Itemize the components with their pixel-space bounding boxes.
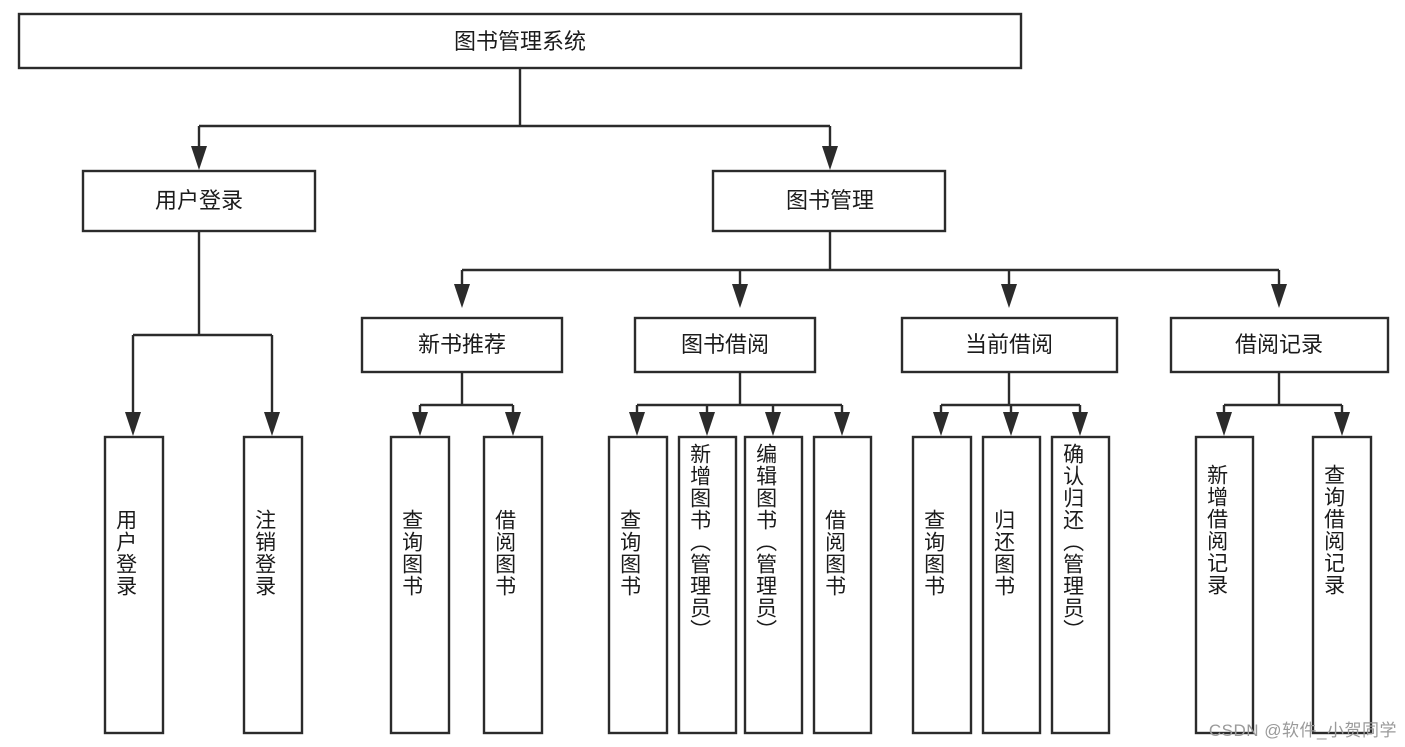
node-current-borrow-label: 当前借阅 xyxy=(965,332,1053,357)
node-current-borrow[interactable]: 当前借阅 xyxy=(900,316,1119,374)
leaf-logout-login-box[interactable] xyxy=(242,435,304,735)
node-root-box[interactable] xyxy=(17,12,1023,70)
node-new-book-rec-box[interactable] xyxy=(360,316,564,374)
node-root[interactable]: 图书管理系统 xyxy=(17,12,1023,70)
leaf-query-record-box[interactable] xyxy=(1311,435,1373,735)
watermark-text: CSDN @软件_小贺同学 xyxy=(1208,721,1397,740)
arrow-icon xyxy=(732,284,748,308)
node-new-book-rec-label: 新书推荐 xyxy=(418,332,506,357)
node-book-borrow[interactable]: 图书借阅 xyxy=(633,316,817,374)
node-book-manage-label: 图书管理 xyxy=(786,188,874,213)
node-book-manage-box[interactable] xyxy=(711,169,947,233)
leaf-edit-book-box[interactable] xyxy=(743,435,804,735)
node-layer: 图书管理系统 用户登录 图书管理 新书推荐 图书借阅 当前 xyxy=(17,12,1390,735)
node-user-login-label: 用户登录 xyxy=(155,188,243,213)
leaf-query-book-1-box[interactable] xyxy=(389,435,451,735)
arrow-icon xyxy=(1271,284,1287,308)
leaf-confirm-return-box[interactable] xyxy=(1050,435,1111,735)
arrow-icon xyxy=(834,412,850,436)
arrow-icon xyxy=(264,412,280,436)
leaf-borrow-book-2-box[interactable] xyxy=(812,435,873,735)
node-current-borrow-box[interactable] xyxy=(900,316,1119,374)
arrow-icon xyxy=(1072,412,1088,436)
node-book-borrow-box[interactable] xyxy=(633,316,817,374)
arrow-icon xyxy=(629,412,645,436)
leaf-add-record-box[interactable] xyxy=(1194,435,1255,735)
node-borrow-record-label: 借阅记录 xyxy=(1235,332,1323,357)
leaf-return-book-box[interactable] xyxy=(981,435,1042,735)
node-borrow-record-box[interactable] xyxy=(1169,316,1390,374)
arrow-icon xyxy=(412,412,428,436)
arrow-icon xyxy=(765,412,781,436)
node-borrow-record[interactable]: 借阅记录 xyxy=(1169,316,1390,374)
arrow-icon xyxy=(125,412,141,436)
node-user-login-box[interactable] xyxy=(81,169,317,233)
arrow-icon xyxy=(933,412,949,436)
arrow-icon xyxy=(191,146,207,170)
node-book-manage[interactable]: 图书管理 xyxy=(711,169,947,233)
leaf-query-book-3-box[interactable] xyxy=(911,435,973,735)
arrow-icon xyxy=(1003,412,1019,436)
arrow-icon xyxy=(454,284,470,308)
node-user-login[interactable]: 用户登录 xyxy=(81,169,317,233)
node-book-borrow-label: 图书借阅 xyxy=(681,332,769,357)
arrow-icon xyxy=(505,412,521,436)
leaf-user-login-box[interactable] xyxy=(103,435,165,735)
leaf-borrow-book-1-box[interactable] xyxy=(482,435,544,735)
arrow-icon xyxy=(822,146,838,170)
leaf-add-book-box[interactable] xyxy=(677,435,738,735)
arrow-icon xyxy=(1216,412,1232,436)
node-root-label: 图书管理系统 xyxy=(454,29,586,54)
arrow-icon xyxy=(1001,284,1017,308)
leaf-query-book-2-box[interactable] xyxy=(607,435,669,735)
arrow-icon xyxy=(699,412,715,436)
arrow-icon xyxy=(1334,412,1350,436)
node-new-book-rec[interactable]: 新书推荐 xyxy=(360,316,564,374)
arrowhead-layer xyxy=(125,146,1350,436)
